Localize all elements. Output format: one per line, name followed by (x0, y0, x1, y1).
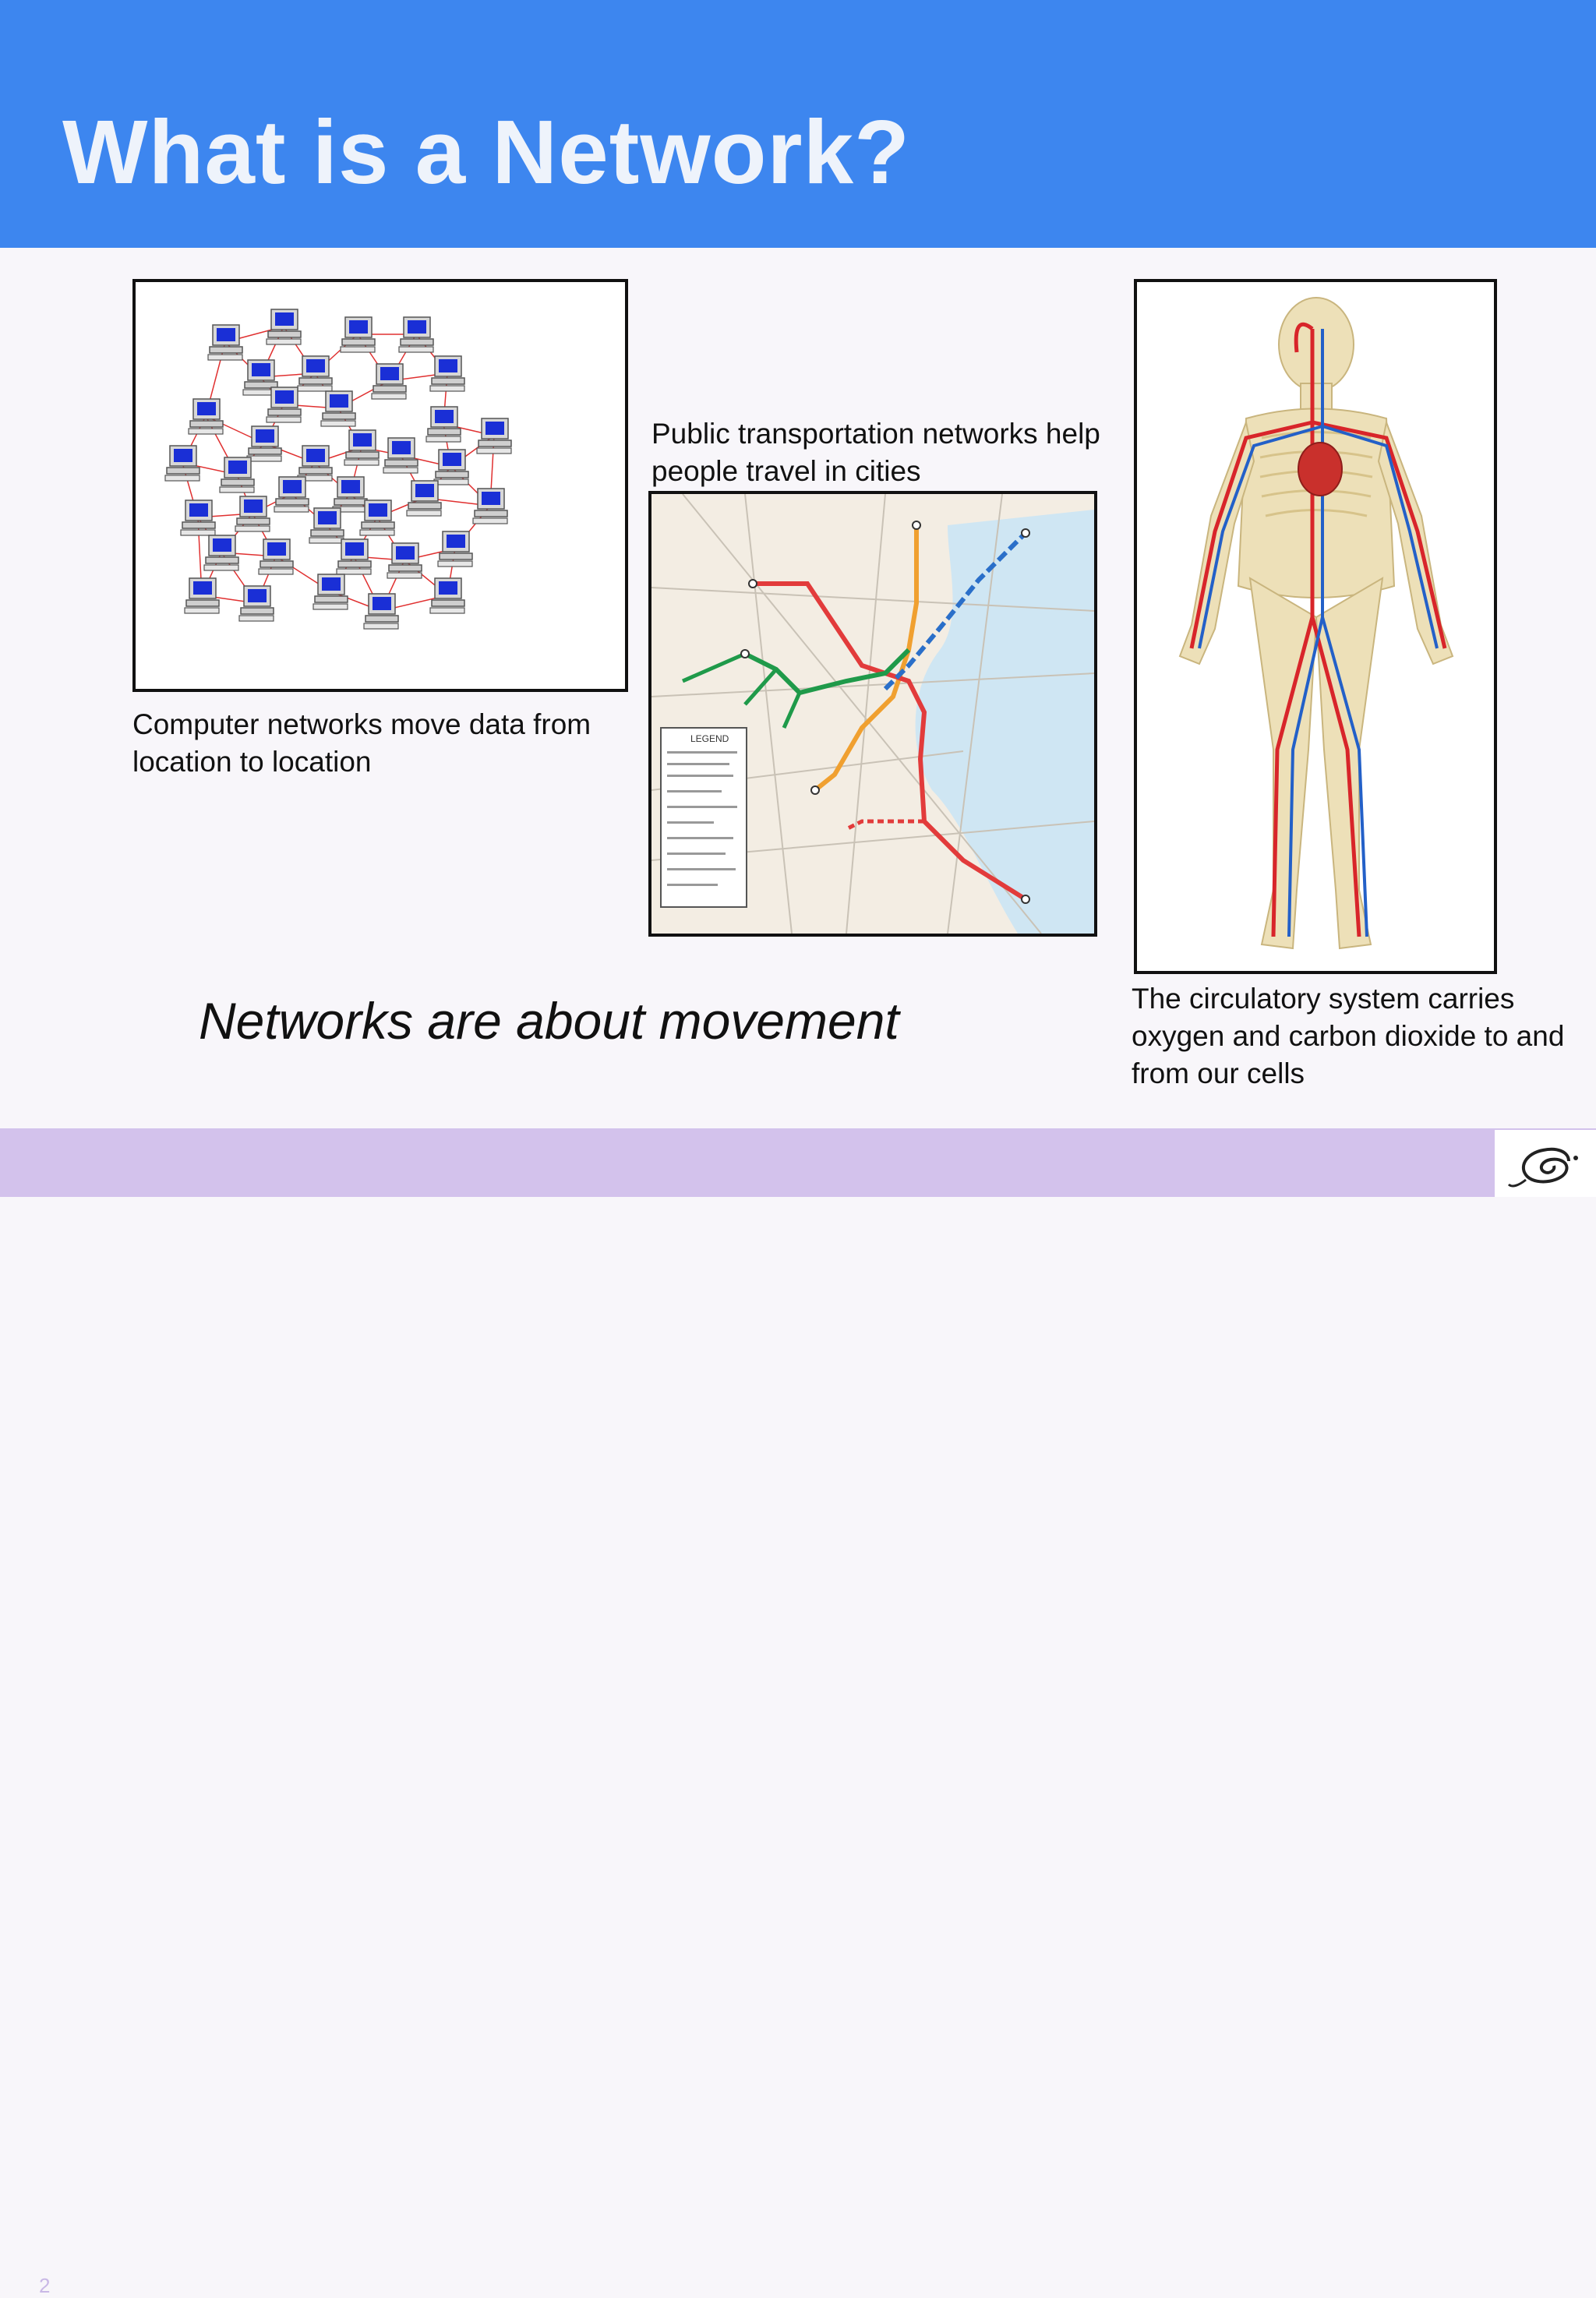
computer-icon (309, 507, 344, 544)
computer-icon (184, 577, 220, 614)
spiral-logo-icon (1507, 1147, 1578, 1188)
computer-icon (188, 398, 224, 435)
computer-icon (332, 476, 368, 513)
computer-icon (433, 449, 469, 485)
slide-title: What is a Network? (62, 101, 910, 203)
computer-icon (258, 538, 294, 575)
computer-icon (340, 316, 376, 353)
transit-map-image: LEGEND (648, 491, 1097, 937)
computer-icon (406, 480, 442, 517)
transit-map: LEGEND (651, 494, 1094, 934)
circulatory-figure (1178, 297, 1454, 950)
computer-icon (235, 496, 270, 532)
computer-icon (425, 406, 461, 443)
computer-icon (266, 387, 302, 423)
computer-icon (266, 309, 302, 345)
circulatory-system-image (1134, 279, 1497, 974)
computer-icon (429, 355, 465, 392)
computer-network-caption: Computer networks move data from locatio… (132, 708, 591, 778)
computer-icon (344, 429, 380, 466)
footer-bar: 2 (0, 1128, 1596, 2297)
computer-icon (246, 425, 282, 462)
computer-network-image (132, 279, 628, 692)
computer-icon (203, 535, 239, 571)
computer-icon (320, 390, 356, 427)
computer-icon (242, 359, 278, 396)
computer-icon (180, 499, 216, 536)
computer-icon (312, 574, 348, 610)
logo (1495, 1130, 1596, 1197)
computer-icon (274, 476, 309, 513)
computer-icon (472, 488, 508, 524)
transit-caption: Public transportation networks help peop… (651, 418, 1100, 487)
computer-icon (429, 577, 465, 614)
computer-icon (207, 324, 243, 361)
computer-icon (297, 355, 333, 392)
computer-icon (363, 593, 399, 630)
computer-icon (398, 316, 434, 353)
computer-icon (336, 538, 372, 575)
circulatory-caption: The circulatory system carries oxygen an… (1132, 983, 1565, 1089)
computer-icon (359, 499, 395, 536)
computer-icon (383, 437, 418, 474)
slide-number: 2 (39, 2274, 51, 2297)
computer-icon (297, 445, 333, 482)
computer-network-diagram (164, 309, 512, 630)
computer-icon (387, 542, 422, 579)
computer-icon (164, 445, 200, 482)
legend-label: LEGEND (690, 733, 729, 744)
computer-icon (371, 363, 407, 400)
computer-icon (238, 585, 274, 622)
tagline: Networks are about movement (199, 992, 899, 1050)
title-bar: What is a Network? (0, 0, 1596, 248)
computer-icon (437, 531, 473, 567)
computer-icon (476, 418, 512, 454)
computer-icon (219, 457, 255, 493)
